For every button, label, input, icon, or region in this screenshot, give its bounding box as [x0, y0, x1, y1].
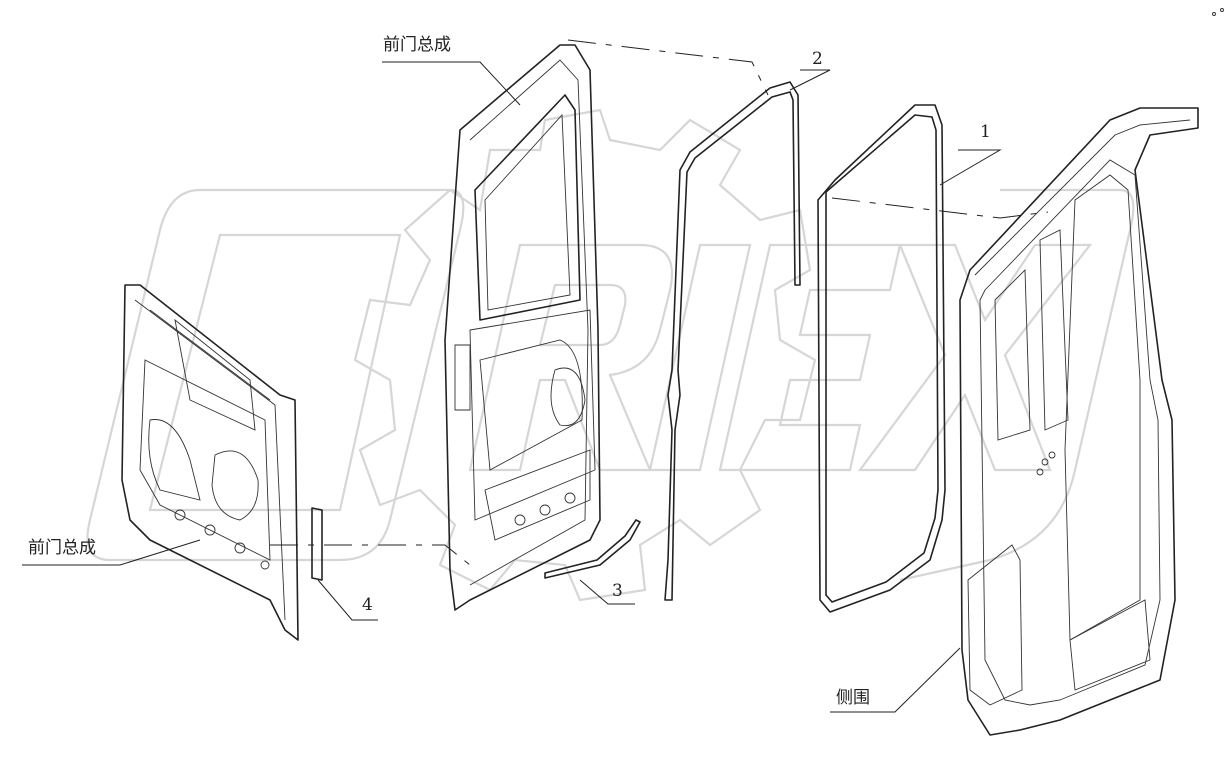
watermark: [86, 108, 1135, 602]
leader-side-panel: [830, 647, 961, 713]
label-part-3: 3: [612, 581, 623, 601]
leader-part-3: [579, 579, 635, 605]
leader-part-1: [939, 149, 1002, 186]
part-3-lower-seal: [544, 519, 641, 579]
watermark-letter-x: [857, 243, 1093, 472]
watermark-letter-o: [86, 188, 465, 562]
part-4-seal-strip: [311, 507, 323, 581]
leader-lines: [22, 61, 1002, 713]
watermark-gear-outline: [353, 108, 817, 602]
label-part-4: 4: [362, 595, 373, 615]
watermark-letter-r: [468, 243, 674, 472]
label-part-1: 1: [980, 122, 991, 142]
front-door-inner-panel-left: [121, 284, 299, 641]
label-front-door-assembly-left: 前门总成: [28, 538, 96, 558]
label-front-door-assembly-top: 前门总成: [383, 35, 451, 55]
leader-part-2: [789, 69, 831, 91]
label-part-2: 2: [812, 49, 823, 69]
corner-mark-icon: [1212, 8, 1224, 16]
alignment-lines: [270, 39, 1049, 566]
watermark-swoosh: [899, 188, 1135, 582]
leader-front-door-top: [382, 61, 521, 106]
part-2-door-frame-seal: [664, 81, 801, 601]
label-side-panel: 侧围: [836, 688, 870, 708]
leader-part-4: [317, 579, 378, 621]
front-door-assembly: [444, 44, 601, 611]
watermark-letter-e: [718, 243, 902, 472]
part-1-weatherstrip: [817, 104, 946, 613]
watermark-letter-i: [648, 243, 752, 472]
leader-front-door-left: [22, 539, 201, 566]
side-panel: [959, 107, 1199, 736]
